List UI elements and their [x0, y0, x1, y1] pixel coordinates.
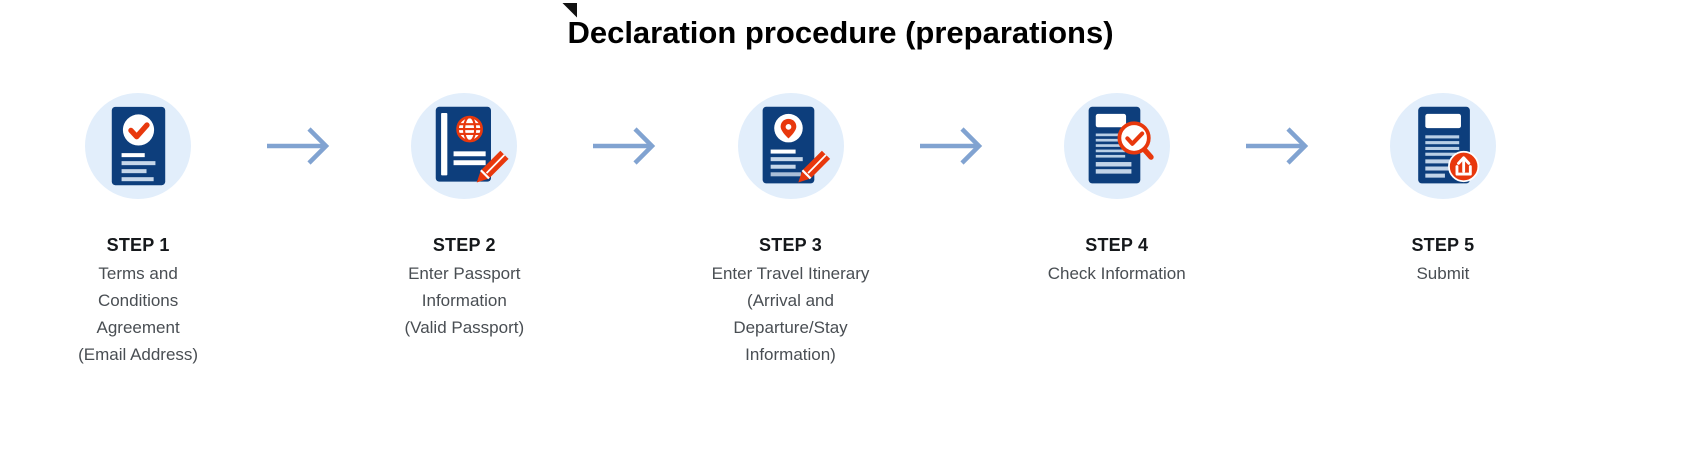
step-1-label: STEP 1 [106, 235, 170, 256]
step-5-circle [1389, 93, 1496, 200]
step-1-description: Terms and Conditions Agreement (Email Ad… [78, 264, 199, 364]
step-4: STEP 4 Check Information [999, 93, 1235, 288]
step-3-circle [737, 93, 844, 200]
step-5: STEP 5 Submit [1325, 93, 1561, 288]
step-1: STEP 1 Terms and Conditions Agreement (E… [20, 93, 256, 368]
step-5-description: Submit [1416, 264, 1470, 284]
step-3-description: Enter Travel Itinerary (Arrival and Depa… [711, 264, 870, 364]
step-2-circle [411, 93, 518, 200]
step-2-description: Enter Passport Information (Valid Passpo… [404, 264, 525, 337]
step-4-description: Check Information [1047, 264, 1186, 284]
section-header: Declaration procedure (preparations) [0, 3, 1681, 51]
arrow-right-icon [909, 124, 999, 168]
arrow-right-icon [1235, 124, 1325, 168]
document-search-check-icon [1088, 106, 1154, 184]
procedure-steps: STEP 1 Terms and Conditions Agreement (E… [0, 93, 1681, 368]
document-check-icon [111, 107, 165, 186]
step-3: STEP 3 Enter Travel Itinerary (Arrival a… [672, 93, 908, 368]
step-5-label: STEP 5 [1411, 235, 1475, 256]
step-2: STEP 2 Enter Passport Information (Valid… [346, 93, 582, 342]
arrow-right-icon [256, 124, 346, 168]
passport-edit-icon [435, 106, 509, 183]
document-upload-icon [1418, 106, 1480, 184]
page-title: Declaration procedure (preparations) [562, 3, 1114, 51]
step-3-label: STEP 3 [759, 235, 822, 256]
step-1-circle [85, 93, 192, 200]
itinerary-pin-edit-icon [762, 106, 831, 184]
step-4-circle [1063, 93, 1170, 200]
step-2-label: STEP 2 [432, 235, 496, 256]
step-4-label: STEP 4 [1085, 235, 1149, 256]
page-title-text: Declaration procedure (preparations) [567, 15, 1114, 50]
arrow-right-icon [582, 124, 672, 168]
